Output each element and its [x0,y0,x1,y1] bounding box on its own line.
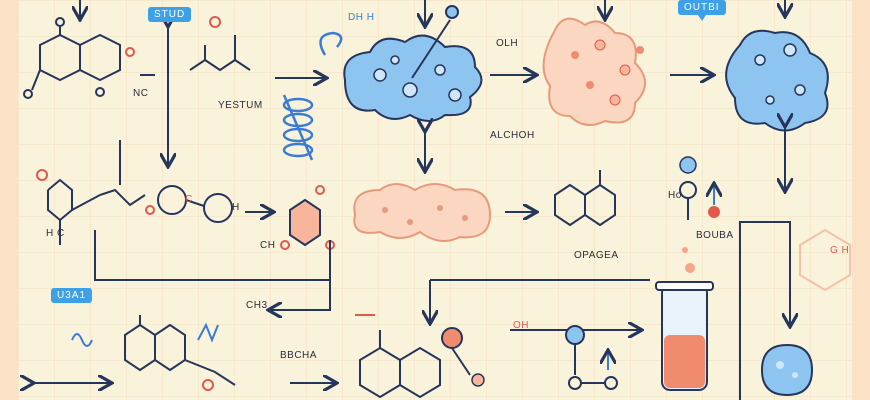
label-hc: H C [46,228,65,239]
connector-center-down [270,280,331,310]
swirl-blue [319,31,343,56]
drop-blue [760,343,814,397]
molecule-yestum [189,35,251,72]
label-oh-small: OH [513,320,529,331]
cloud-orange-center [353,183,492,242]
molecule-blue-atoms [565,325,618,390]
diagram-svg [18,0,851,400]
connector-left-loop [94,230,331,281]
squiggle-blue [71,333,93,347]
stick-head [445,5,459,19]
atom-red-6 [441,327,463,349]
bond-oc-h [185,199,205,207]
molecule-mid-left [47,140,146,245]
molecule-bottom-center [359,330,441,399]
label-bouba: BOUBA [696,230,734,241]
tag-stud: STUD [148,7,192,22]
cloud-blue-right [725,29,829,132]
label-alchoh: ALCHOH [490,130,535,141]
label-h-mid: H [232,202,240,213]
atom-orange-small [471,373,485,387]
atom-red-2 [209,16,221,28]
label-oc: C [185,194,193,205]
molecule-bottom-left [124,315,186,372]
connector-right-loop [739,221,790,325]
helix [282,94,314,161]
stick-into-cloud [411,19,451,79]
molecule-top-left [23,17,121,99]
atom-red-4 [145,205,155,215]
molecule-ho [679,156,720,220]
bond-bottom-1 [184,359,236,386]
label-ch: CH [260,240,276,251]
bond-bottom-2 [451,347,471,376]
atom-h [203,193,233,223]
molecule-orange-ring [280,185,335,250]
hex-badge [799,228,851,292]
squiggle-mid-bottom [197,322,219,343]
label-ch3: CH3 [246,300,268,311]
atom-oc [157,185,187,215]
tag-u3a1: U3A1 [51,288,93,303]
label-nc: NC [133,88,149,99]
label-ho: Ho [668,190,682,201]
cloud-orange-top [542,17,646,126]
flask [655,247,714,391]
molecule-naphthalene [554,170,616,227]
atom-red-3 [36,169,48,181]
atom-red-1 [125,47,135,57]
atom-red-5 [202,379,214,391]
label-dh: DH H [348,12,375,23]
label-bbcha: BBCHA [280,350,317,361]
label-yestum: YESTUM [218,100,263,111]
tag-outbi: OUTBI [678,0,726,21]
label-opagea: OPAGEA [574,250,619,261]
label-gh-right: G H [830,245,850,256]
label-oh-top: OLH [496,38,519,49]
